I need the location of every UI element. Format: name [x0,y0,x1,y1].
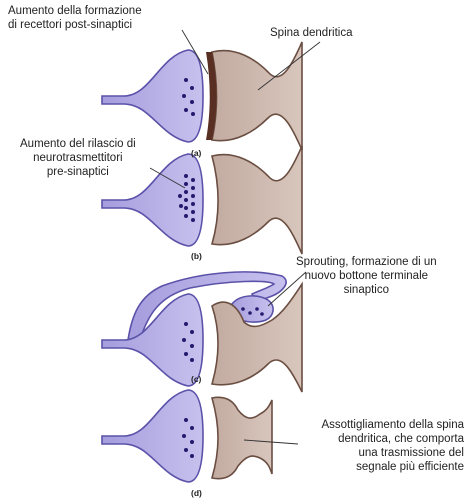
label-neurotransmitter-release: Aumento del rilascio di neurotrasmettito… [20,137,136,179]
label-release-line2: neurotrasmettitori [20,151,136,165]
label-release-line3: pre-sinaptici [20,165,136,179]
label-sprouting-line3: sinaptico [296,283,437,297]
label-release-line1: Aumento del rilascio di [20,137,136,151]
label-thinning-line1: Assottigliamento della spina [296,418,464,432]
label-sprouting-line1: Sprouting, formazione di un [296,255,437,269]
label-sprouting: Sprouting, formazione di un nuovo botton… [296,255,437,297]
label-receptor-formation-line1: Aumento della formazione [8,4,142,18]
panel-tag-c: (c) [191,374,201,384]
panel-a-drawing [102,30,320,150]
label-receptor-formation: Aumento della formazione di recettori po… [8,4,142,32]
presynaptic-terminal-d [102,390,203,482]
presynaptic-terminal-a [102,50,203,142]
label-thinning-line2: dendritica, che comporta [296,432,464,446]
label-sprouting-line2: nuovo bottone terminale [296,269,437,283]
label-thinning-line4: segnale più efficiente [296,460,464,474]
panel-d-drawing [102,390,298,482]
label-thinning-line3: una trasmissione del [296,446,464,460]
panel-c-drawing [102,272,306,392]
label-receptor-formation-line2: di recettori post-sinaptici [8,18,142,32]
dendritic-spine-a [212,42,302,150]
label-spine-thinning: Assottigliamento della spina dendritica,… [296,418,464,474]
thinned-dendritic-spine [212,397,272,478]
panel-tag-a: (a) [191,148,201,158]
label-dendritic-spine: Spina dendritica [270,26,352,40]
dendritic-spine-b [212,146,302,254]
panel-tag-b: (b) [191,251,202,261]
panel-tag-d: (d) [191,488,202,498]
